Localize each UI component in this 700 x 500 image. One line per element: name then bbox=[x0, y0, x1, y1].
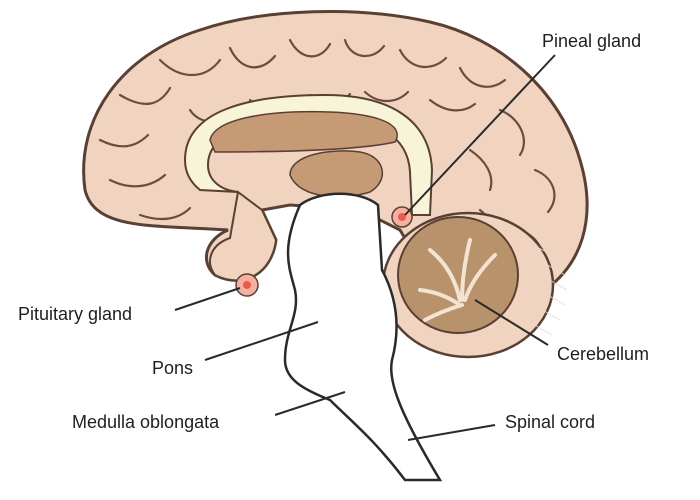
label-cerebellum: Cerebellum bbox=[557, 345, 649, 363]
label-pituitary-gland: Pituitary gland bbox=[18, 305, 132, 323]
pituitary-gland bbox=[236, 274, 258, 296]
label-pineal-gland: Pineal gland bbox=[542, 32, 641, 50]
spinal-leader bbox=[408, 425, 495, 440]
label-spinal-cord: Spinal cord bbox=[505, 413, 595, 431]
pituitary-leader bbox=[175, 288, 240, 310]
label-pons: Pons bbox=[152, 359, 193, 377]
thalamus bbox=[290, 151, 382, 197]
label-medulla-oblongata: Medulla oblongata bbox=[72, 413, 219, 431]
